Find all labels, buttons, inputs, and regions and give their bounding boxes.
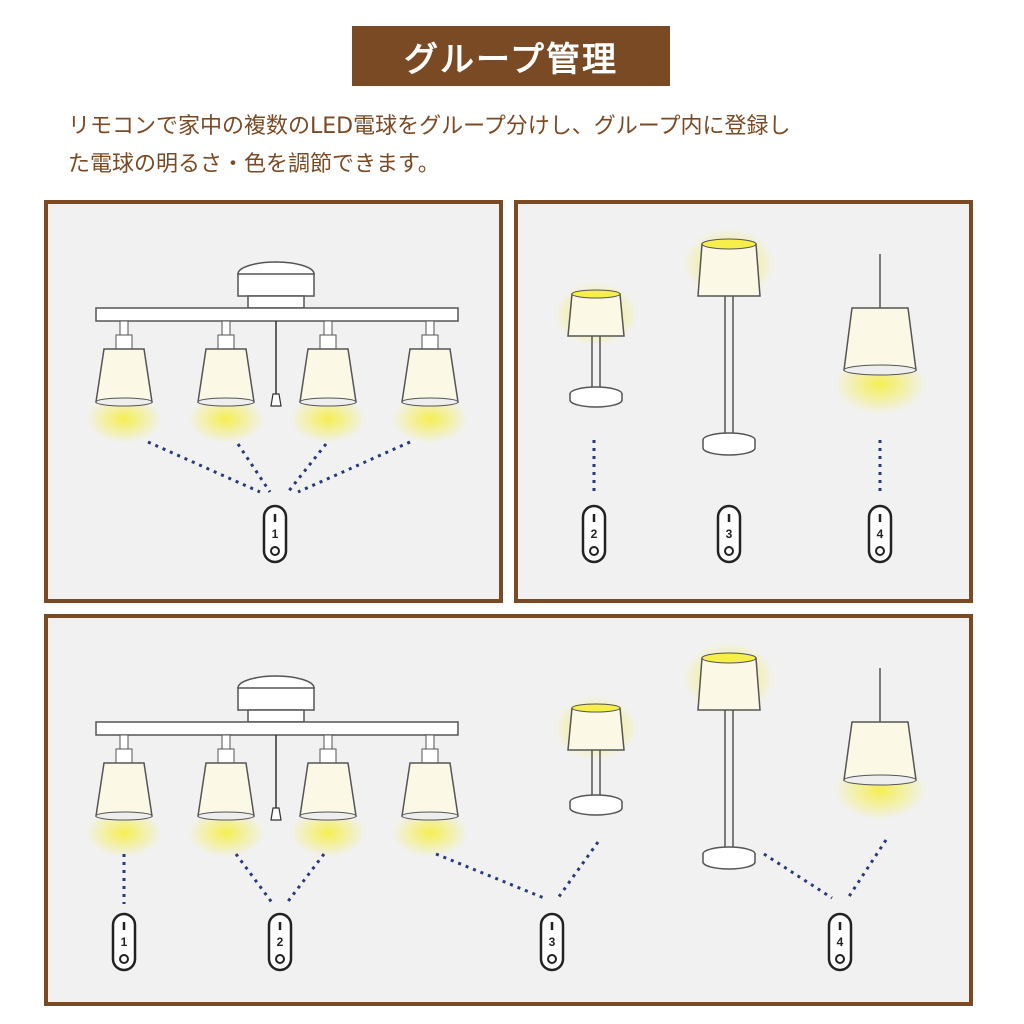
panel-3-illustration: 1 2 3 4: [86, 642, 926, 972]
spotlight-1: [86, 320, 162, 443]
remote-icon: 1: [262, 504, 288, 564]
remote-number: 4: [877, 527, 884, 541]
spotlight-3: [290, 734, 366, 857]
remote-icon-3: 3: [716, 504, 742, 564]
panel-mixed-groups: 1 2 3 4: [44, 614, 973, 1006]
floor-lamp-icon: [683, 228, 775, 456]
remote-icon-4: 4: [867, 504, 893, 564]
group-link-dots: [147, 440, 411, 494]
remote-icon-2: 2: [267, 912, 293, 972]
pendant-lamp-icon: [834, 254, 926, 414]
floor-lamp-icon: [683, 642, 775, 870]
spotlight-4: [392, 734, 468, 857]
panel-ceiling-light-group: 1: [44, 200, 503, 603]
group-link-dots: [122, 839, 888, 905]
panel-2-illustration: 2 3 4: [554, 228, 926, 564]
ceiling-light-icon: [86, 675, 468, 857]
remote-number: 2: [591, 527, 598, 541]
remote-icon-3: 3: [539, 912, 565, 972]
description: リモコンで家中の複数のLED電球をグループ分けし、グループ内に登録し た電球の明…: [68, 108, 948, 184]
remote-number: 3: [549, 935, 556, 949]
spotlight-1: [86, 734, 162, 857]
remote-number: 3: [726, 527, 733, 541]
remote-number: 4: [837, 935, 844, 949]
title-banner: グループ管理: [352, 26, 670, 86]
remote-icon-1: 1: [111, 912, 137, 972]
panel-1-illustration: 1: [86, 261, 468, 564]
spotlight-4: [392, 320, 468, 443]
panel-lamp-groups: 2 3 4: [514, 200, 973, 603]
table-lamp-icon: [554, 282, 638, 408]
group-link-dots: [592, 440, 882, 496]
remote-icon-4: 4: [827, 912, 853, 972]
description-line-1: リモコンで家中の複数のLED電球をグループ分けし、グループ内に登録し: [68, 114, 791, 139]
remote-number: 1: [272, 527, 279, 541]
spotlight-2: [188, 320, 264, 443]
remote-icon-2: 2: [581, 504, 607, 564]
page-title: グループ管理: [404, 39, 618, 80]
remote-number: 1: [121, 935, 128, 949]
remote-number: 2: [277, 935, 284, 949]
spotlight-3: [290, 320, 366, 443]
ceiling-light-icon: [86, 261, 468, 443]
description-line-2: た電球の明るさ・色を調節できます。: [68, 152, 440, 177]
pendant-lamp-icon: [834, 668, 926, 820]
table-lamp-icon: [554, 696, 638, 816]
spotlight-2: [188, 734, 264, 857]
